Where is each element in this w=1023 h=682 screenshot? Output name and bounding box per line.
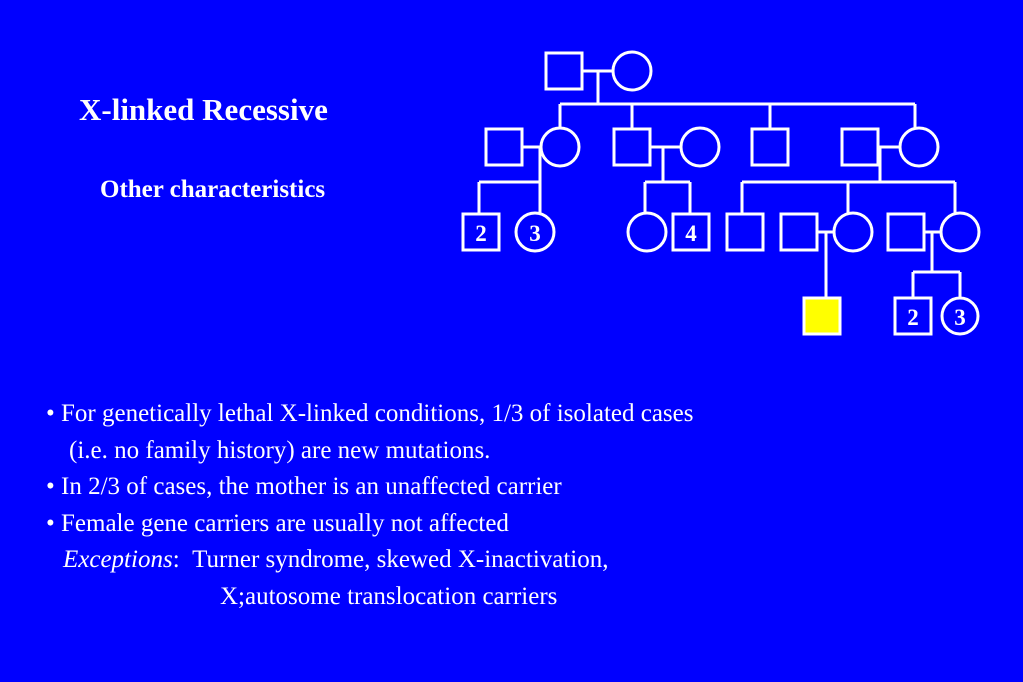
gen2-spouse-female-1 [679,126,721,168]
pedigree-count-labels: 2 3 4 2 3 [475,221,966,330]
gen4-female-group [940,296,980,336]
gen2-spouse-male-2 [840,127,880,167]
gen2-drops [558,104,917,129]
count-label: 2 [475,221,487,246]
slide-subtitle: Other characteristics [100,176,326,203]
count-label: 2 [907,305,919,330]
gen2-daughter-2 [898,126,940,168]
gen3-male-group-1 [461,212,501,252]
gen4-male-group [893,296,933,336]
gen2-spouse-male-1 [484,127,524,167]
exceptions-line: Exceptions: Turner syndrome, skewed X-in… [46,542,694,579]
gen1-female [611,50,653,92]
bullet-line: (i.e. no family history) are new mutatio… [69,436,491,464]
gen3-female-2 [626,211,668,253]
pedigree-diagram: 2 3 4 2 3 [461,50,981,336]
generation-3 [461,211,981,298]
gen3-male-3 [725,212,765,252]
gen4-affected-male [802,296,842,336]
exceptions-line-2: X;autosome translocation carriers [220,582,558,610]
gen3-male-group-2 [671,212,711,252]
exceptions-text: Turner syndrome, skewed X-inactivation, [192,546,609,573]
bullet-line: • In 2/3 of cases, the mother is an unaf… [46,473,562,500]
gen2-son-1 [612,127,652,167]
count-label: 3 [529,221,541,246]
exceptions-colon: : [172,546,180,573]
gen3-spouse-male-3 [779,212,819,252]
exceptions-label: Exceptions [63,546,173,573]
count-label: 3 [954,305,966,330]
slide-title: X-linked Recessive [79,92,328,127]
gen3-spouse-male-4 [886,212,926,252]
gen1-male [544,51,584,91]
gen2-son-2 [750,127,790,167]
gen3-female-4 [939,211,981,253]
gen3-carrier-female [832,211,874,253]
bullet-line: • Female gene carriers are usually not a… [46,509,509,537]
gen3-female-group-1 [514,211,556,253]
generation-1 [544,50,915,106]
characteristics-list: • For genetically lethal X-linked condit… [46,396,694,615]
bullet-line: • For genetically lethal X-linked condit… [46,400,694,427]
gen2-daughter-1 [539,126,581,168]
count-label: 4 [685,221,697,246]
generation-4 [802,270,980,336]
gen3-sibships [477,180,957,214]
generation-2 [484,126,940,182]
